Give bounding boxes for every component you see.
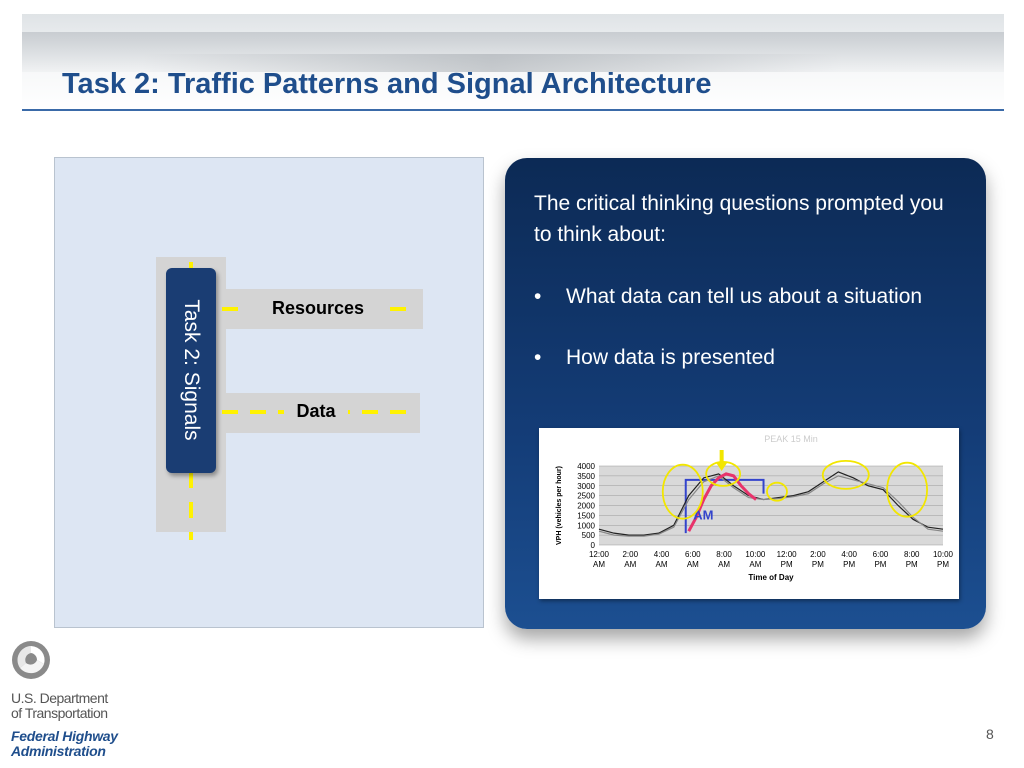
y-tick-label: 0	[591, 541, 596, 550]
x-tick-label: AM	[687, 560, 699, 569]
y-tick-label: 4000	[577, 462, 595, 471]
x-tick-label: 2:00	[622, 550, 638, 559]
x-axis-label: Time of Day	[748, 573, 794, 582]
highlight-circle	[766, 481, 788, 502]
diagram-signals-sign: Task 2: Signals	[166, 268, 216, 473]
page-number: 8	[986, 726, 994, 742]
highlight-circle	[821, 459, 870, 490]
page-title: Task 2: Traffic Patterns and Signal Arch…	[62, 68, 712, 100]
y-axis-label: VPH (vehicles per hour)	[556, 466, 563, 545]
series-line-2	[687, 472, 757, 532]
bullet-item: •What data can tell us about a situation	[534, 285, 923, 308]
highlight-circle	[661, 463, 704, 520]
y-tick-label: 1500	[577, 511, 595, 520]
chart-svg: PEAK 15 Min05001000150020002500300035004…	[556, 434, 954, 582]
dot-logo-text-2: of Transportation	[11, 705, 108, 721]
banner-road-horizon	[142, 54, 842, 72]
panel-intro: The critical thinking questions prompted…	[534, 192, 944, 246]
x-tick-label: 4:00	[654, 550, 670, 559]
y-tick-label: 3000	[577, 482, 595, 491]
x-tick-label: 12:00	[589, 550, 610, 559]
title-divider	[22, 109, 1004, 111]
x-tick-label: PM	[843, 560, 855, 569]
x-tick-label: AM	[718, 560, 730, 569]
x-tick-label: 2:00	[810, 550, 826, 559]
x-tick-label: AM	[656, 560, 668, 569]
x-tick-label: 8:00	[904, 550, 920, 559]
x-tick-label: 6:00	[873, 550, 889, 559]
x-tick-label: 12:00	[777, 550, 798, 559]
dot-logo-text-1: U.S. Department	[11, 690, 108, 706]
dot-logo-icon	[12, 641, 50, 679]
header-banner-image	[22, 14, 1004, 110]
diagram-label-data: Data	[284, 401, 348, 422]
x-tick-label: PM	[812, 560, 824, 569]
bullet-item: •How data is presented	[534, 346, 775, 369]
x-tick-label: PM	[906, 560, 918, 569]
bullet-list: •What data can tell us about a situation…	[534, 281, 964, 373]
diagram-label-resources: Resources	[248, 298, 388, 319]
x-tick-label: PM	[874, 560, 886, 569]
fhwa-logo-text-1: Federal Highway	[11, 728, 118, 744]
highlight-circle	[886, 461, 929, 518]
diagram-signals-label: Task 2: Signals	[180, 299, 203, 441]
fhwa-logo-text-2: Administration	[11, 743, 106, 759]
x-tick-label: 8:00	[716, 550, 732, 559]
x-tick-label: PM	[781, 560, 793, 569]
y-tick-label: 1000	[577, 521, 595, 530]
y-tick-label: 2000	[577, 502, 595, 511]
y-tick-label: 500	[582, 531, 596, 540]
peak-arrow-head	[715, 462, 728, 471]
y-tick-label: 2500	[577, 492, 595, 501]
am-peak-box	[684, 478, 765, 534]
x-tick-label: 6:00	[685, 550, 701, 559]
x-tick-label: AM	[593, 560, 605, 569]
diagram-panel	[54, 157, 484, 628]
x-tick-label: PM	[937, 560, 949, 569]
x-tick-label: 4:00	[841, 550, 857, 559]
x-tick-label: 10:00	[933, 550, 954, 559]
banner-road	[22, 32, 1004, 72]
chart-title: PEAK 15 Min	[764, 434, 818, 444]
x-tick-label: 10:00	[745, 550, 766, 559]
x-tick-label: AM	[624, 560, 636, 569]
y-tick-label: 3500	[577, 472, 595, 481]
am-annotation: AM	[693, 507, 713, 522]
x-tick-label: AM	[749, 560, 761, 569]
